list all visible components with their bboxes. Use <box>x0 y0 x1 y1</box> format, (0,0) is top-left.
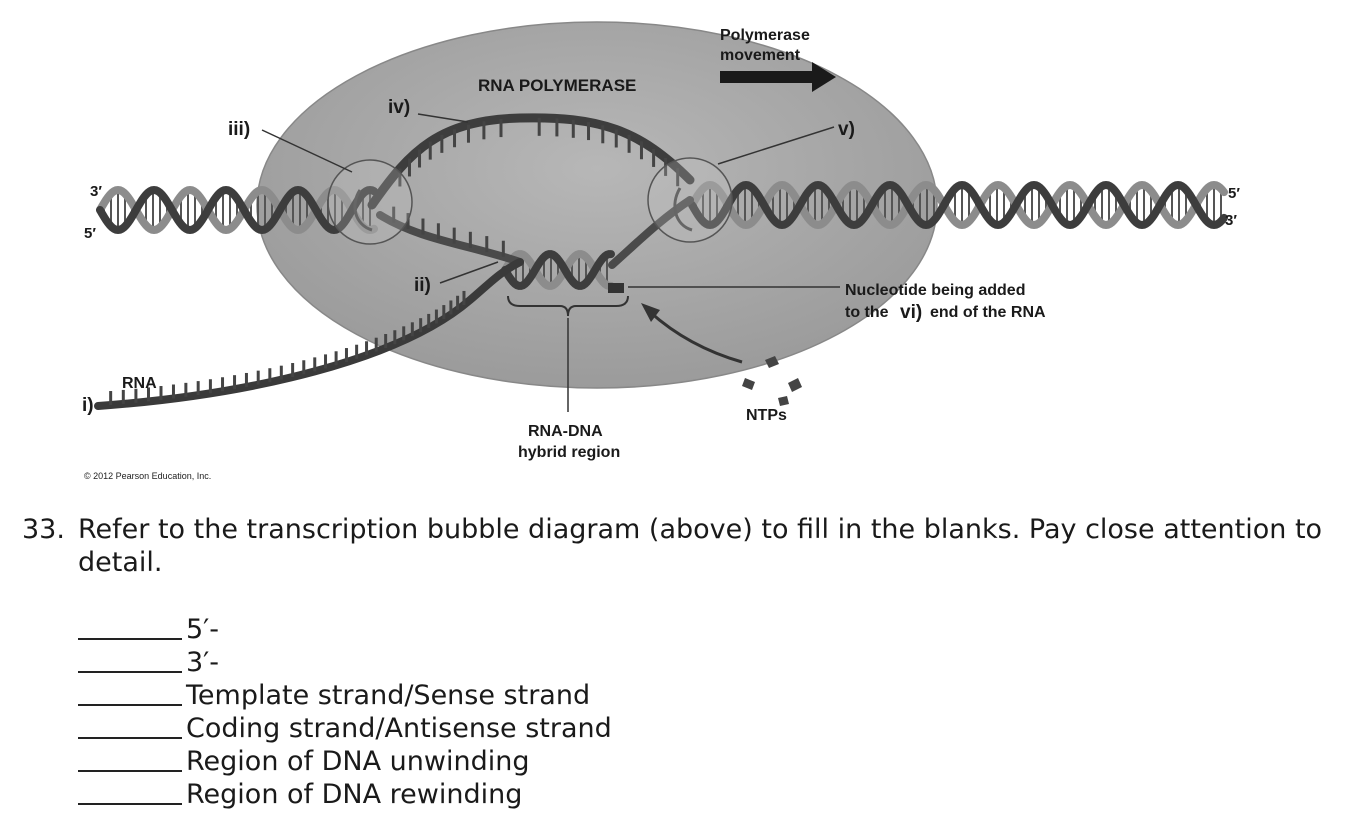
marker-ii: ii) <box>414 275 431 296</box>
right-top-end-label: 5′ <box>1228 185 1240 202</box>
ntp-arrowhead-icon <box>641 303 660 322</box>
answer-blank[interactable] <box>78 781 182 805</box>
template-strand-bases <box>392 206 505 257</box>
rewinding-region-circle <box>647 157 733 243</box>
nucleotide-label-suffix: end of the RNA <box>930 304 1046 321</box>
option-label: Region of DNA unwinding <box>186 746 530 777</box>
answer-blank[interactable] <box>78 748 182 772</box>
question-number: 33. <box>22 514 65 545</box>
dna-helix-right <box>688 180 1228 230</box>
copyright-notice: © 2012 Pearson Education, Inc. <box>84 471 211 481</box>
ntp-entry-arrow <box>648 310 743 364</box>
rna-label: RNA <box>122 375 157 392</box>
option-label: 5′- <box>186 614 220 645</box>
list-item: Region of DNA unwinding <box>78 745 612 778</box>
nucleotide-being-added <box>608 283 624 293</box>
leader-line-ii <box>439 261 499 284</box>
option-label: 3′- <box>186 647 220 678</box>
list-item: Coding strand/Antisense strand <box>78 712 612 745</box>
marker-iii: iii) <box>228 119 250 140</box>
answer-blank[interactable] <box>78 715 182 739</box>
hybrid-label-line2: hybrid region <box>518 444 620 461</box>
answer-blank[interactable] <box>78 616 182 640</box>
question-text: Refer to the transcription bubble diagra… <box>78 514 1323 578</box>
list-item: 5′- <box>78 613 612 646</box>
hybrid-label-line1: RNA-DNA <box>528 423 603 440</box>
nucleotide-label-prefix: to the <box>845 304 889 321</box>
marker-vi: vi) <box>900 302 922 323</box>
coding-strand-arc <box>367 113 695 210</box>
polymerase-movement-arrow-icon <box>720 62 836 92</box>
left-top-end-label: 3′ <box>90 183 102 200</box>
option-label: Region of DNA rewinding <box>186 779 523 810</box>
rna-bases <box>109 290 466 406</box>
nucleotide-label-line1: Nucleotide being added <box>845 282 1025 299</box>
movement-label-line1: Polymerase <box>720 27 810 44</box>
transcription-bubble-diagram: RNA POLYMERASE Polymerase movement iii) … <box>82 21 1240 481</box>
list-item: 3′- <box>78 646 612 679</box>
fill-in-list: 5′- 3′- Template strand/Sense strand Cod… <box>78 613 612 811</box>
option-label: Coding strand/Antisense strand <box>186 713 612 744</box>
list-item: Region of DNA rewinding <box>78 778 612 811</box>
marker-i: i) <box>82 395 94 416</box>
leader-line-iv <box>417 113 469 123</box>
answer-blank[interactable] <box>78 649 182 673</box>
leader-line-iii <box>261 129 353 173</box>
movement-label-line2: movement <box>720 47 801 64</box>
leader-line-v <box>717 126 835 165</box>
marker-iv: iv) <box>388 97 410 118</box>
unwinding-rotation-arrow-icon <box>353 189 373 232</box>
answer-blank[interactable] <box>78 682 182 706</box>
option-label: Template strand/Sense strand <box>186 680 591 711</box>
marker-v: v) <box>838 119 855 140</box>
unwinding-region-circle <box>327 159 413 245</box>
ntp-molecules <box>742 356 802 406</box>
hybrid-region-brace <box>507 295 629 317</box>
polymerase-title: RNA POLYMERASE <box>478 76 636 95</box>
left-bottom-end-label: 5′ <box>84 225 96 242</box>
ntp-label: NTPs <box>746 407 787 424</box>
coding-strand-bases <box>398 117 680 187</box>
list-item: Template strand/Sense strand <box>78 679 612 712</box>
rewinding-rotation-arrow-icon <box>673 187 693 232</box>
right-bottom-end-label: 3′ <box>1225 212 1237 229</box>
